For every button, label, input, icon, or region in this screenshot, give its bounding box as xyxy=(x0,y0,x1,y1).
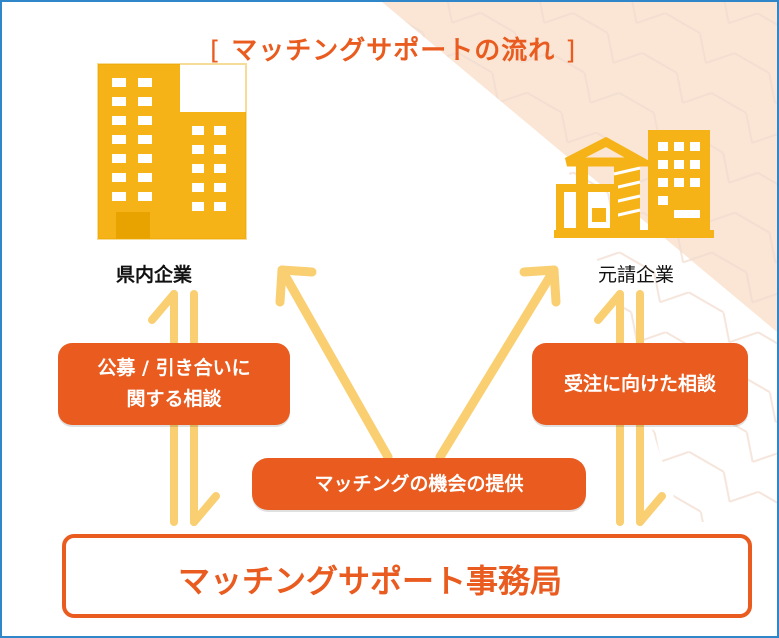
title-close-bracket: ] xyxy=(565,36,577,66)
office-label: マッチングサポート事務局 xyxy=(178,562,563,600)
prime-contractor-label: 元請企業 xyxy=(598,264,675,286)
left-consultation-box: 公募 / 引き合いに 関する相談 xyxy=(58,343,290,425)
right-consultation-text: 受注に向けた相談 xyxy=(563,372,716,395)
title-text: マッチングサポートの流れ xyxy=(231,36,556,66)
matching-opportunity-text: マッチングの機会の提供 xyxy=(314,472,524,495)
prefecture-company-label: 県内企業 xyxy=(116,264,193,286)
left-consultation-line1: 公募 / 引き合いに xyxy=(97,357,251,379)
left-consultation-line2: 関する相談 xyxy=(126,388,222,410)
matching-opportunity-box: マッチングの機会の提供 xyxy=(252,458,586,510)
right-consultation-box: 受注に向けた相談 xyxy=(532,343,748,425)
office-building-icon xyxy=(97,63,247,240)
matching-support-office-box: マッチングサポート事務局 xyxy=(62,534,752,618)
opportunity-arrows xyxy=(275,265,561,462)
page-title: [ マッチングサポートの流れ ] xyxy=(210,30,576,67)
title-open-bracket: [ xyxy=(210,36,222,66)
construction-building-icon xyxy=(554,130,714,238)
